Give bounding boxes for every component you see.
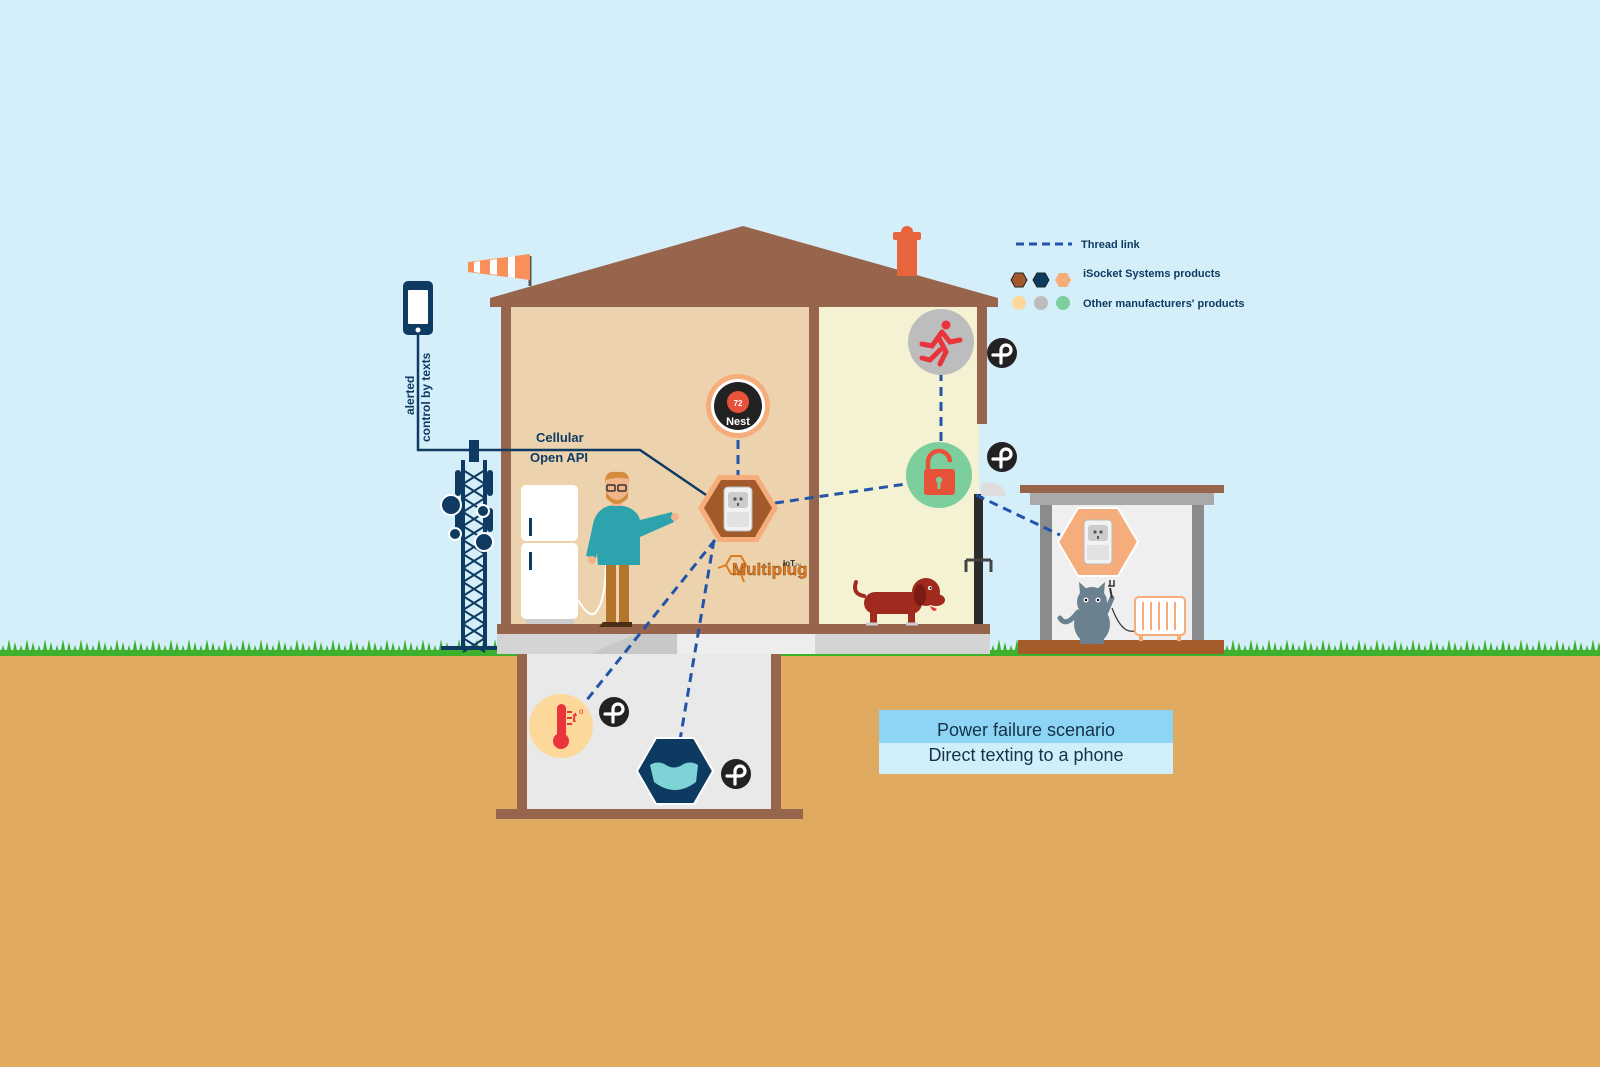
cellular-link [416, 335, 713, 501]
cell-tower-icon [440, 440, 497, 653]
legend-isocket-peach-swatch [1055, 273, 1071, 287]
thread-links [580, 372, 1061, 741]
smoke-exit-icon [908, 309, 974, 375]
multiplug-hub-icon [698, 475, 778, 542]
house-foundation [497, 632, 990, 654]
multiplug-brand-label: Multiplug [732, 560, 808, 579]
temperature-sensor-icon: t o [529, 694, 593, 758]
isocket-shed-hub-icon [1056, 507, 1140, 577]
legend-thread-link-label: Thread link [1081, 239, 1141, 251]
chimney-icon [893, 226, 921, 276]
thread-logo-icon [985, 336, 1019, 370]
refrigerator-icon [521, 485, 607, 624]
legend: Thread link iSocket Systems products Oth… [1010, 239, 1245, 310]
legend-other-label: Other manufacturers' products [1083, 298, 1245, 310]
caption-line-1: Power failure scenario [937, 720, 1115, 740]
thread-logo-icon [597, 695, 631, 729]
thread-logo-icon [719, 757, 753, 791]
water-sensor-icon [635, 737, 715, 805]
phone-icon [403, 281, 433, 335]
drain-pipe [964, 482, 1006, 624]
man-icon [586, 471, 679, 627]
svg-text:o: o [579, 707, 584, 716]
cellular-label: Cellular [536, 430, 584, 445]
door-lock-icon [906, 442, 972, 508]
svg-text:72: 72 [734, 399, 743, 408]
legend-other-gray-swatch [1034, 296, 1048, 310]
ground [0, 650, 1600, 1067]
legend-other-green-swatch [1056, 296, 1070, 310]
caption-line-2: Direct texting to a phone [928, 745, 1123, 765]
legend-isocket-navy-swatch [1032, 272, 1050, 288]
alerted-label: alerted [403, 376, 417, 415]
legend-isocket-label: iSocket Systems products [1083, 268, 1221, 280]
windsock-icon [468, 254, 532, 286]
nest-brand-label: Nest [726, 416, 750, 428]
svg-text:TM: TM [795, 562, 801, 567]
open-api-label: Open API [530, 450, 588, 465]
svg-text:IoT: IoT [783, 559, 795, 568]
radiator-icon [1134, 596, 1186, 641]
svg-text:t: t [572, 709, 578, 725]
legend-other-yellow-swatch [1012, 296, 1026, 310]
nest-thermostat-icon: 72 Nest [706, 374, 770, 438]
legend-isocket-brown-swatch [1010, 272, 1028, 288]
multiplug-logo: Multiplug IoT TM [717, 555, 808, 583]
dog-icon [853, 578, 945, 626]
roof [490, 226, 998, 307]
cat-icon [1057, 580, 1141, 644]
control-by-texts-label: control by texts [419, 352, 433, 442]
thread-logo-icon [985, 440, 1019, 474]
scenario-caption: Power failure scenario Direct texting to… [879, 710, 1173, 774]
